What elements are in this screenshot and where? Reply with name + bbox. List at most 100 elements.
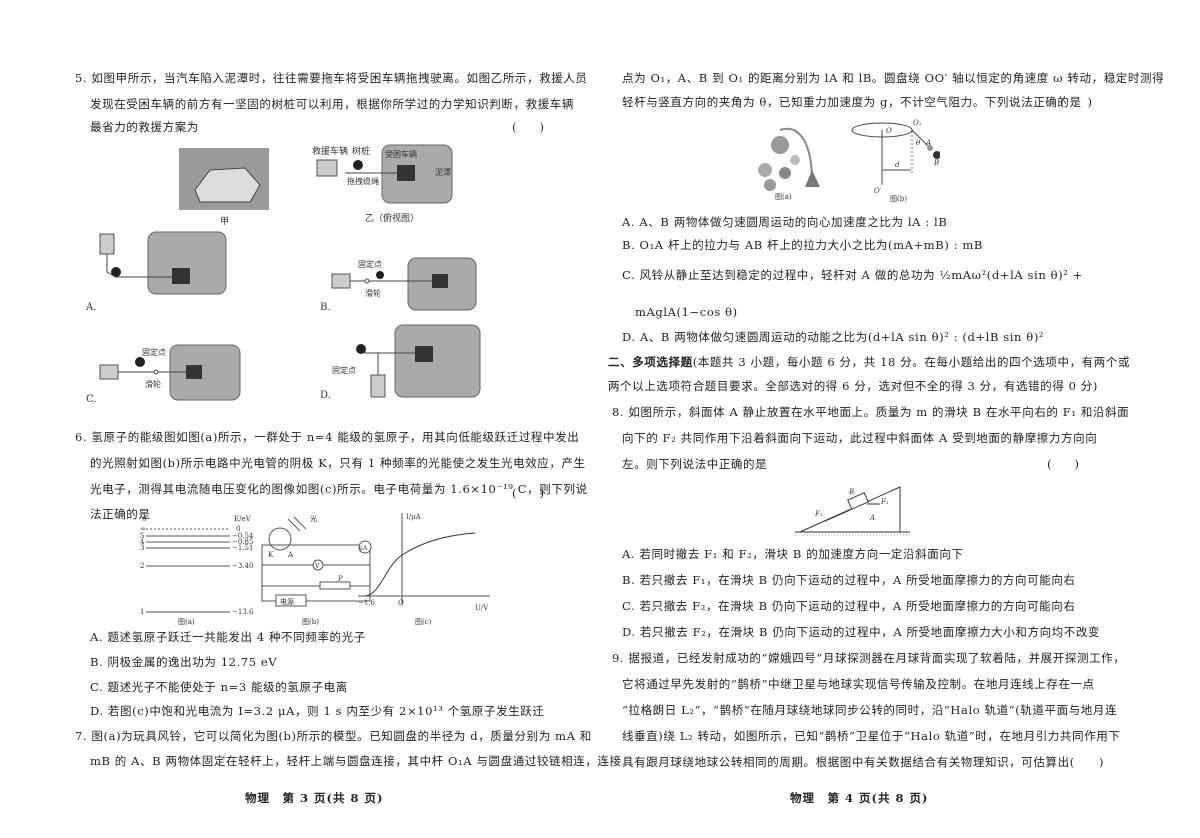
microammeter-label: μA bbox=[359, 545, 368, 552]
q6-line: 法正确的是 bbox=[90, 507, 151, 521]
q5-line: 5. 如图甲所示，当汽车陷入泥潭时，往往需要拖车将受困车辆拖拽驶离。如图乙所示，… bbox=[75, 71, 588, 85]
label-theta: θ bbox=[916, 139, 921, 147]
label-b: B bbox=[933, 159, 939, 167]
q8-line: 8. 如图所示，斜面体 A 静止放置在水平地面上。质量为 m 的滑块 B 在水平… bbox=[612, 405, 1130, 419]
q6-option-d: D. 若图(c)中饱和光电流为 I=3.2 μA，则 1 s 内至少有 2×10… bbox=[90, 704, 545, 718]
svg-text:∞: ∞ bbox=[140, 525, 146, 533]
label-pulley: 滑轮 bbox=[365, 288, 381, 298]
label-f1: F₁ bbox=[880, 498, 889, 506]
label-f2: F₂ bbox=[814, 510, 823, 518]
answer-blank: ( ) bbox=[512, 486, 544, 500]
q6-line: 6. 氢原子的能级图如图(a)所示，一群处于 n=4 能级的氢原子，用其向低能级… bbox=[75, 430, 580, 444]
q7-option-d: D. A、B 两物体做匀速圆周运动的动能之比为(d+lA sin θ)² : (… bbox=[622, 330, 1045, 344]
label-o1: O₁ bbox=[913, 119, 922, 127]
section-2-title: 二、多项选择题 bbox=[608, 355, 693, 369]
origin-label: O bbox=[398, 599, 404, 607]
label-fixed-point: 固定点 bbox=[332, 365, 356, 375]
section-2-text: 两个以上选项符合题目要求。全部选对的得 6 分，选对但不全的得 3 分，有选错的… bbox=[608, 379, 1098, 393]
q8-option-d: D. 若只撤去 F₂，在滑块 B 仍向下运动的过程中，A 所受地面摩擦力大小和方… bbox=[622, 625, 1101, 639]
label-pulley: 滑轮 bbox=[145, 379, 161, 389]
svg-text:3: 3 bbox=[140, 544, 144, 552]
label-b: B bbox=[848, 488, 854, 496]
label-fixed-point: 固定点 bbox=[142, 347, 166, 357]
q7-option-c-cont: mAglA(1−cos θ) bbox=[635, 305, 738, 319]
q6-option-c: C. 题述光子不能使处于 n=3 能级的氢原子电离 bbox=[90, 680, 348, 694]
u-axis-label: U/V bbox=[475, 604, 489, 612]
page-footer: 物理 第 4 页(共 8 页) bbox=[790, 791, 929, 805]
iv-graph bbox=[358, 513, 490, 605]
answer-blank: ( ) bbox=[512, 120, 544, 134]
wind-chime-photo bbox=[758, 127, 820, 191]
svg-text:−13.6: −13.6 bbox=[232, 608, 254, 616]
q6-line: 光电子，测得其电流随电压变化的图像如图(c)所示。电子电荷量为 1.6×10⁻¹… bbox=[90, 482, 588, 496]
q8-figure: B F₁ F₂ A bbox=[795, 486, 910, 536]
label-rope: 拖拽缆绳 bbox=[347, 176, 379, 186]
light-label: 光 bbox=[310, 514, 317, 523]
q6-option-a: A. 题述氢原子跃迁一共能发出 4 种不同频率的光子 bbox=[90, 630, 366, 644]
label-mud: 泥潭 bbox=[435, 168, 451, 177]
rescue-vehicle bbox=[99, 233, 115, 255]
label-d: d bbox=[895, 161, 900, 169]
option-a-label: A. bbox=[85, 302, 96, 313]
q7-option-a: A. A、B 两物体做匀速圆周运动的向心加速度之比为 lA : lB bbox=[622, 215, 948, 229]
i-axis-label: I/μA bbox=[406, 513, 422, 521]
q5-figure: 甲 救援车辆 树桩 受困车辆 泥潭 拖拽缆绳 乙（俯视图） A. 固定点 滑轮 … bbox=[85, 144, 481, 402]
f2-arrow bbox=[824, 509, 851, 522]
label-o: O bbox=[886, 127, 892, 135]
q8-option-b: B. 若只撤去 F₁，在滑块 B 仍向下运动的过程中，A 所受地面摩擦力的方向可… bbox=[622, 573, 1076, 587]
svg-text:5: 5 bbox=[140, 532, 144, 540]
q6-figure: n E/eV ∞0 5−0.54 4−0.85 3−1.51 2−3.40 1−… bbox=[140, 513, 490, 626]
label-a: A bbox=[925, 139, 931, 147]
caption-b: 图(b) bbox=[302, 618, 319, 626]
q8-option-c: C. 若只撤去 F₂，在滑块 B 仍向下运动的过程中，A 所受地面摩擦力的方向可… bbox=[622, 599, 1076, 613]
q7-figure: 图(a) O O₁ θ d A B O′ 图(b) bbox=[758, 119, 940, 203]
answer-blank: ( ) bbox=[1060, 95, 1092, 109]
energy-levels: ∞0 5−0.54 4−0.85 3−1.51 2−3.40 1−13.6 bbox=[140, 525, 254, 616]
svg-text:−1.51: −1.51 bbox=[232, 544, 253, 552]
svg-text:2: 2 bbox=[140, 562, 144, 570]
rod bbox=[911, 129, 931, 149]
tree-stump bbox=[353, 160, 363, 170]
q8-option-a: A. 若同时撤去 F₁ 和 F₂，滑块 B 的加速度方向一定沿斜面向下 bbox=[622, 547, 964, 561]
svg-text:−0.85: −0.85 bbox=[232, 538, 253, 546]
svg-text:−3.40: −3.40 bbox=[232, 562, 253, 570]
option-b-label: B. bbox=[320, 302, 331, 313]
circuit-diagram bbox=[261, 516, 372, 607]
page-footer: 物理 第 3 页(共 8 页) bbox=[245, 791, 384, 805]
svg-text:4: 4 bbox=[140, 538, 145, 546]
fig-caption-jia: 甲 bbox=[220, 216, 229, 227]
q7-option-b: B. O₁A 杆上的拉力与 AB 杆上的拉力大小之比为(mA+mB) : mB bbox=[622, 238, 983, 252]
q5-line: 最省力的救援方案为 bbox=[90, 120, 199, 134]
n-axis-label: n bbox=[142, 515, 147, 523]
q7-line: 7. 图(a)为玩具风铃，它可以简化为图(b)所示的模型。已知圆盘的半径为 d，… bbox=[75, 729, 592, 743]
fig-caption-yi: 乙（俯视图） bbox=[365, 212, 419, 224]
q6-option-b: B. 阴极金属的逸出功为 12.75 eV bbox=[90, 655, 278, 669]
option-d-label: D. bbox=[320, 390, 331, 401]
svg-text:0: 0 bbox=[236, 525, 240, 533]
caption-a: 图(a) bbox=[775, 193, 792, 201]
car-shape bbox=[194, 167, 261, 203]
q8-line: 向下的 F₂ 共同作用下沿着斜面向下运动，此过程中斜面体 A 受到地面的静摩擦力… bbox=[622, 431, 1098, 445]
q5-line: 发现在受困车辆的前方有一坚固的树桩可以利用，根据你所学过的力学知识判断，救援车辆 bbox=[90, 97, 574, 111]
section-2-heading: 二、多项选择题(本题共 3 小题，每小题 6 分，共 18 分。在每小题给出的四… bbox=[608, 354, 1130, 370]
q7-option-c: C. 风铃从静止至达到稳定的过程中，轻杆对 A 做的总功为 ½mAω²(d+lA… bbox=[622, 268, 1083, 282]
anode-label: A bbox=[287, 551, 294, 559]
label-a: A bbox=[869, 514, 875, 522]
answer-blank: ( ) bbox=[1047, 457, 1079, 471]
caption-b: 图(b) bbox=[890, 195, 907, 203]
label-rescue: 救援车辆 bbox=[312, 145, 348, 157]
cathode-label: K bbox=[268, 551, 274, 559]
q9-line: “拉格朗日 L₂”，“鹊桥”在随月球绕地球同步公转的同时，沿“Halo 轨道”(… bbox=[622, 703, 1118, 717]
voltmeter-label: V bbox=[314, 563, 320, 570]
label-stump: 树桩 bbox=[352, 145, 370, 157]
power-source-label: 电源 bbox=[280, 597, 294, 606]
svg-text:1: 1 bbox=[140, 608, 144, 616]
mud-area bbox=[381, 144, 453, 204]
option-c-label: C. bbox=[86, 394, 96, 402]
stopping-voltage-label: −1.6 bbox=[358, 599, 376, 607]
q9-line: 它将通过早先发射的“鹊桥”中继卫星与地球实现信号传输及控制。在地月连线上存在一点 bbox=[622, 677, 1095, 691]
label-fixed-point: 固定点 bbox=[358, 259, 382, 269]
rescue-vehicle bbox=[316, 159, 338, 177]
section-2-text: (本题共 3 小题，每小题 6 分，共 18 分。在每小题给出的四个选项中，有两… bbox=[692, 355, 1131, 369]
